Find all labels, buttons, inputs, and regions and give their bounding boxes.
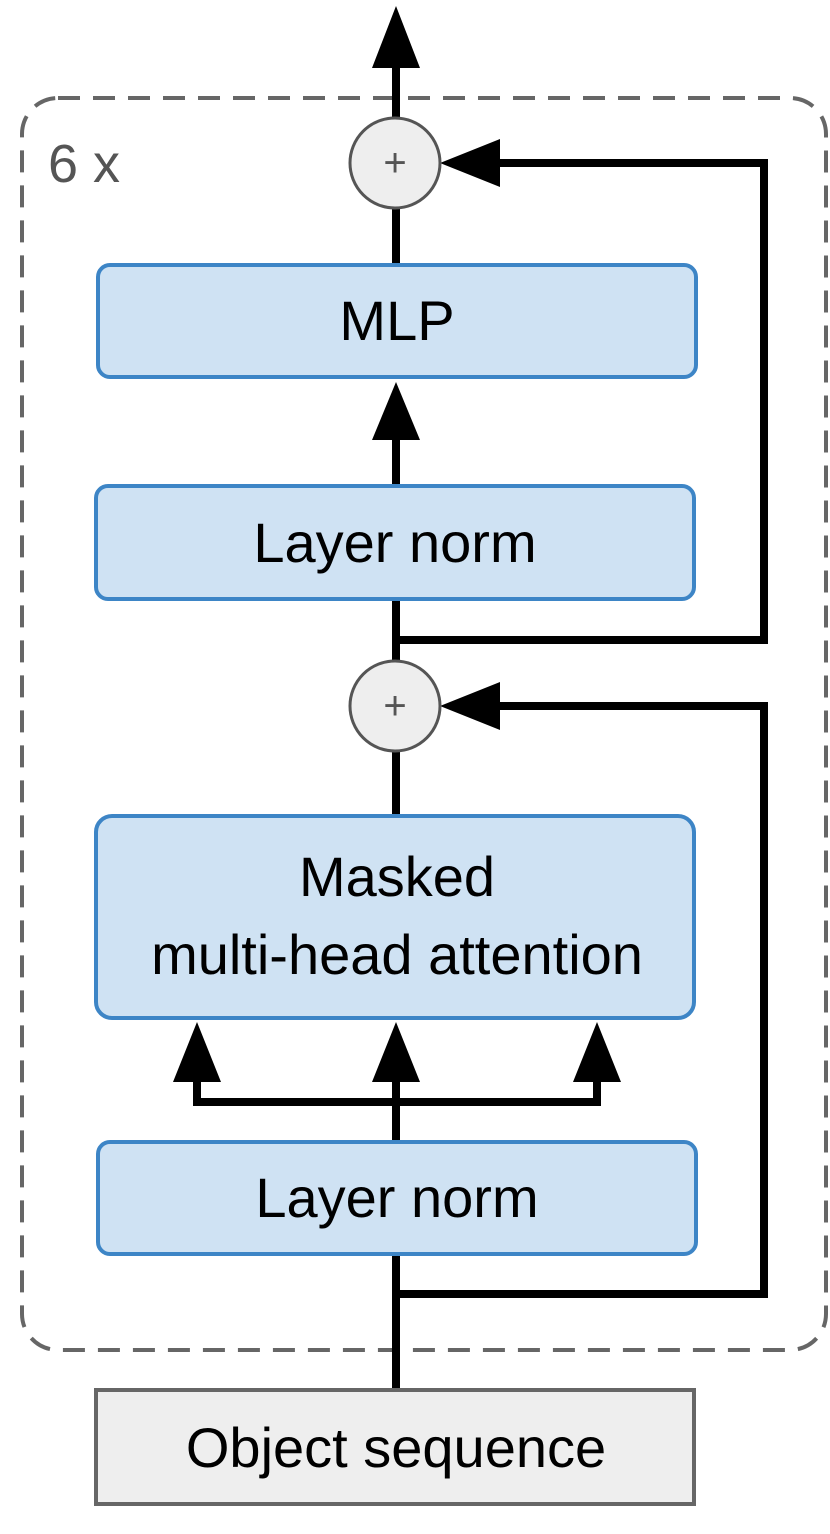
mlp-label: MLP (339, 289, 454, 352)
input-block: Object sequence (94, 1388, 696, 1506)
repeat-label: 6 x (48, 134, 120, 194)
residual-upper-arrowhead (440, 139, 500, 187)
layer-norm-bottom-label: Layer norm (255, 1166, 538, 1229)
adder-bottom: + (348, 659, 442, 753)
attention-label-line1: Masked (299, 845, 495, 908)
adder-top: + (348, 116, 442, 210)
output-arrowhead (372, 6, 420, 68)
residual-connections (396, 159, 768, 1298)
qkv-fanout-line (193, 1080, 601, 1106)
input-label: Object sequence (186, 1416, 606, 1479)
mlp-block: MLP (96, 263, 698, 379)
attention-block: Masked multi-head attention (94, 814, 696, 1020)
mlp-input-arrowhead (372, 382, 420, 440)
layer-norm-bottom-block: Layer norm (96, 1140, 698, 1256)
query-arrowhead (173, 1022, 221, 1082)
main-path-lines (193, 62, 601, 1390)
layer-norm-top-block: Layer norm (94, 484, 696, 601)
residual-lower-arrowhead (440, 682, 500, 730)
repeat-container (20, 96, 828, 1352)
layer-norm-top-label: Layer norm (253, 511, 536, 574)
adder-bottom-plus: + (383, 684, 406, 728)
key-arrowhead (372, 1022, 420, 1082)
residual-upper-line (396, 159, 768, 644)
adder-top-plus: + (383, 141, 406, 185)
arrowheads (173, 6, 621, 1082)
value-arrowhead (573, 1022, 621, 1082)
residual-lower-line (396, 702, 768, 1298)
attention-label-line2: multi-head attention (151, 923, 643, 986)
